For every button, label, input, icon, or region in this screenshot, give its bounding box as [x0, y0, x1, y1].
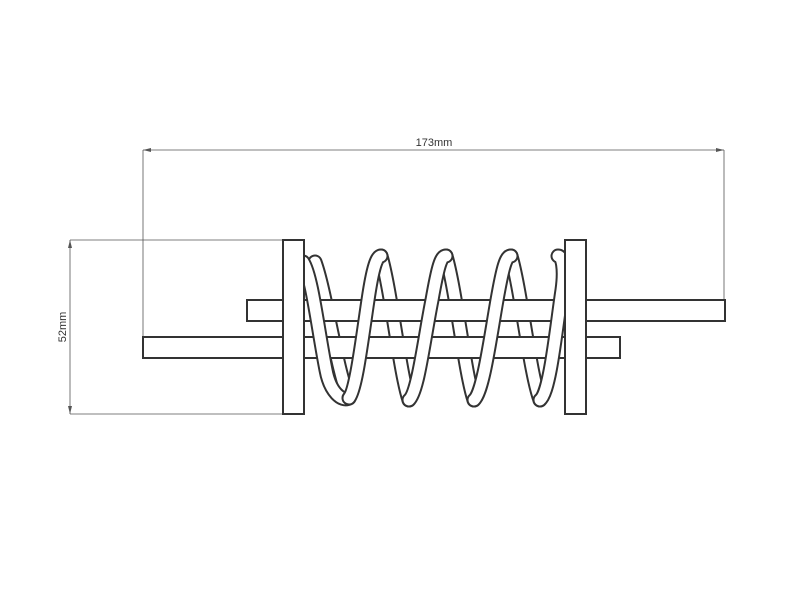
length-arrow-left [143, 148, 151, 152]
height-label: 52mm [57, 312, 69, 343]
height-arrow-top [68, 240, 72, 248]
length-arrow-right [716, 148, 724, 152]
right-end-plate [564, 239, 587, 415]
height-arrow-bottom [68, 406, 72, 414]
lower-guide-rod [142, 336, 621, 359]
length-dimension: 173mm [142, 137, 725, 340]
height-dimension: 52mm [57, 239, 283, 415]
spring-front-strands [295, 248, 571, 408]
spring-back-strands [307, 248, 548, 408]
length-label: 173mm [416, 137, 453, 149]
left-end-plate [282, 239, 305, 415]
